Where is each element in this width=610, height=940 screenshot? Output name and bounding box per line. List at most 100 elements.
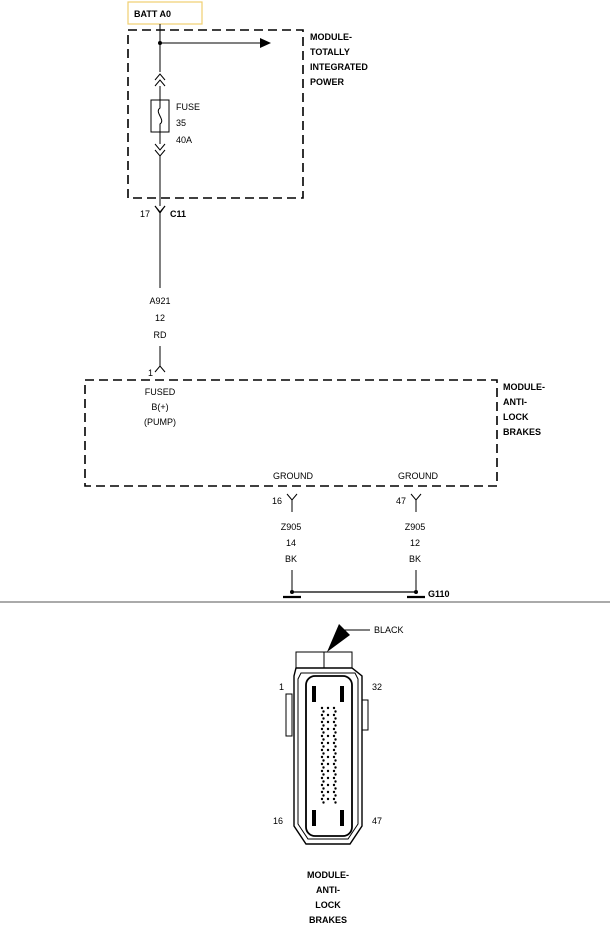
svg-text:BRAKES: BRAKES <box>309 915 347 925</box>
connector-cavity <box>332 727 336 731</box>
tipm-module-label: MODULE- TOTALLY INTEGRATED POWER <box>310 32 368 87</box>
connector-cavity <box>326 734 330 738</box>
connector-cavity <box>322 780 325 783</box>
connector-cavity <box>326 755 330 759</box>
ground-g110-symbol <box>283 590 425 599</box>
connector-cavity <box>320 727 324 731</box>
svg-text:BK: BK <box>409 554 421 564</box>
svg-text:BRAKES: BRAKES <box>503 427 541 437</box>
connector-cavity <box>326 713 330 717</box>
connector-cavity <box>334 773 337 776</box>
svg-text:Z905: Z905 <box>405 522 426 532</box>
connector-cavity <box>322 731 325 734</box>
connector-pin-16: 16 <box>273 816 283 826</box>
abs-module-label: MODULE- ANTI- LOCK BRAKES <box>503 382 545 437</box>
c11-label: C11 <box>170 209 186 219</box>
connector-pin-1: 1 <box>279 682 284 692</box>
connector-cavity <box>322 724 325 727</box>
connector-cavity <box>334 759 337 762</box>
connector-cavity <box>332 713 336 717</box>
connector-cavity <box>326 727 330 731</box>
svg-text:(PUMP): (PUMP) <box>144 417 176 427</box>
abs-pin1-label: FUSED B(+) (PUMP) <box>144 387 176 427</box>
svg-text:14: 14 <box>286 538 296 548</box>
abs-connector-face <box>285 651 369 845</box>
svg-text:GROUND: GROUND <box>398 471 438 481</box>
connector-cavity <box>326 762 330 766</box>
connector-cavity <box>332 734 336 738</box>
connector-cavity <box>332 720 336 724</box>
connector-cavity <box>326 797 330 801</box>
connector-cavity <box>332 769 336 773</box>
connector-color-label: BLACK <box>374 625 404 635</box>
connector-cavity <box>332 748 336 752</box>
connector-cavity <box>326 720 330 724</box>
connector-cavity <box>320 713 324 717</box>
svg-text:POWER: POWER <box>310 77 345 87</box>
svg-text:TOTALLY: TOTALLY <box>310 47 350 57</box>
connector-cavity <box>320 720 324 724</box>
connector-cavity <box>320 734 324 738</box>
connector-cavity <box>334 745 337 748</box>
fuse-label: FUSE 35 40A <box>176 102 200 145</box>
fuse-symbol <box>150 73 170 157</box>
abs-pin1-connector <box>154 346 166 373</box>
connector-cavity <box>334 752 337 755</box>
connector-cavity <box>326 776 330 780</box>
connector-cavity <box>326 790 330 794</box>
svg-text:A921: A921 <box>149 296 170 306</box>
connector-cavity <box>332 790 336 794</box>
connector-cavity <box>332 783 336 787</box>
svg-text:MODULE-: MODULE- <box>503 382 545 392</box>
connector-cavity <box>320 769 324 773</box>
connector-cavity <box>322 738 325 741</box>
svg-text:FUSE: FUSE <box>176 102 200 112</box>
connector-cavity <box>322 710 325 713</box>
a921-wire-label: A921 12 RD <box>149 296 170 340</box>
connector-cavity <box>320 776 324 780</box>
connector-cavity <box>320 762 324 766</box>
connector-cavity <box>332 797 336 801</box>
connector-module-label: MODULE- ANTI- LOCK BRAKES <box>307 870 349 925</box>
svg-text:INTEGRATED: INTEGRATED <box>310 62 368 72</box>
connector-cavity <box>322 759 325 762</box>
abs-module-box <box>84 379 498 487</box>
connector-cavity <box>334 724 337 727</box>
connector-cavity <box>320 741 324 745</box>
connector-cavity <box>326 748 330 752</box>
svg-text:16: 16 <box>272 496 282 506</box>
connector-cavity <box>326 769 330 773</box>
svg-text:ANTI-: ANTI- <box>316 885 340 895</box>
svg-text:GROUND: GROUND <box>273 471 313 481</box>
svg-text:LOCK: LOCK <box>315 900 341 910</box>
ground-pin-47: GROUND 47 Z905 12 BK <box>396 471 438 590</box>
connector-cavity <box>326 706 330 710</box>
connector-cavity <box>334 738 337 741</box>
ground-g110-label: G110 <box>428 589 450 599</box>
connector-cavity <box>322 766 325 769</box>
connector-cavity <box>334 787 337 790</box>
connector-cavity <box>322 801 325 804</box>
connector-cavity <box>320 706 324 710</box>
connector-cavity <box>326 783 330 787</box>
connector-cavity <box>322 752 325 755</box>
svg-text:MODULE-: MODULE- <box>310 32 352 42</box>
connector-cavity <box>332 755 336 759</box>
connector-cavity <box>322 787 325 790</box>
svg-text:FUSED: FUSED <box>145 387 176 397</box>
connector-cavity <box>332 776 336 780</box>
svg-text:12: 12 <box>410 538 420 548</box>
connector-cavity <box>334 766 337 769</box>
svg-text:RD: RD <box>154 330 167 340</box>
abs-pin1-number: 1 <box>148 368 153 378</box>
ground-pin-16: GROUND 16 Z905 14 BK <box>272 471 313 590</box>
svg-text:Z905: Z905 <box>281 522 302 532</box>
svg-text:40A: 40A <box>176 135 192 145</box>
connector-cavity <box>332 762 336 766</box>
connector-cavity <box>320 748 324 752</box>
connector-cavity <box>320 755 324 759</box>
svg-text:35: 35 <box>176 118 186 128</box>
connector-cavity <box>332 741 336 745</box>
connector-cavity <box>334 731 337 734</box>
